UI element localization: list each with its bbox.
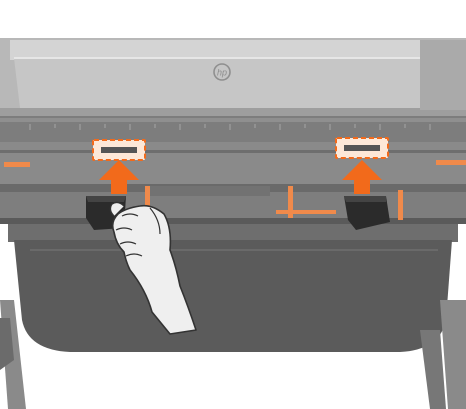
hp-logo-text: hp <box>217 68 227 78</box>
orange-marker-left <box>4 162 30 167</box>
orange-marker-right <box>436 160 466 165</box>
media-bin-basket <box>14 240 452 352</box>
top-cover <box>0 38 466 118</box>
orange-rail <box>276 210 336 214</box>
media-bin <box>8 224 458 352</box>
printer-body <box>0 142 466 224</box>
left-slot-highlight <box>93 140 145 160</box>
orange-post-3 <box>398 190 403 220</box>
right-slot-highlight <box>336 138 388 158</box>
ruler-strip <box>0 116 466 142</box>
